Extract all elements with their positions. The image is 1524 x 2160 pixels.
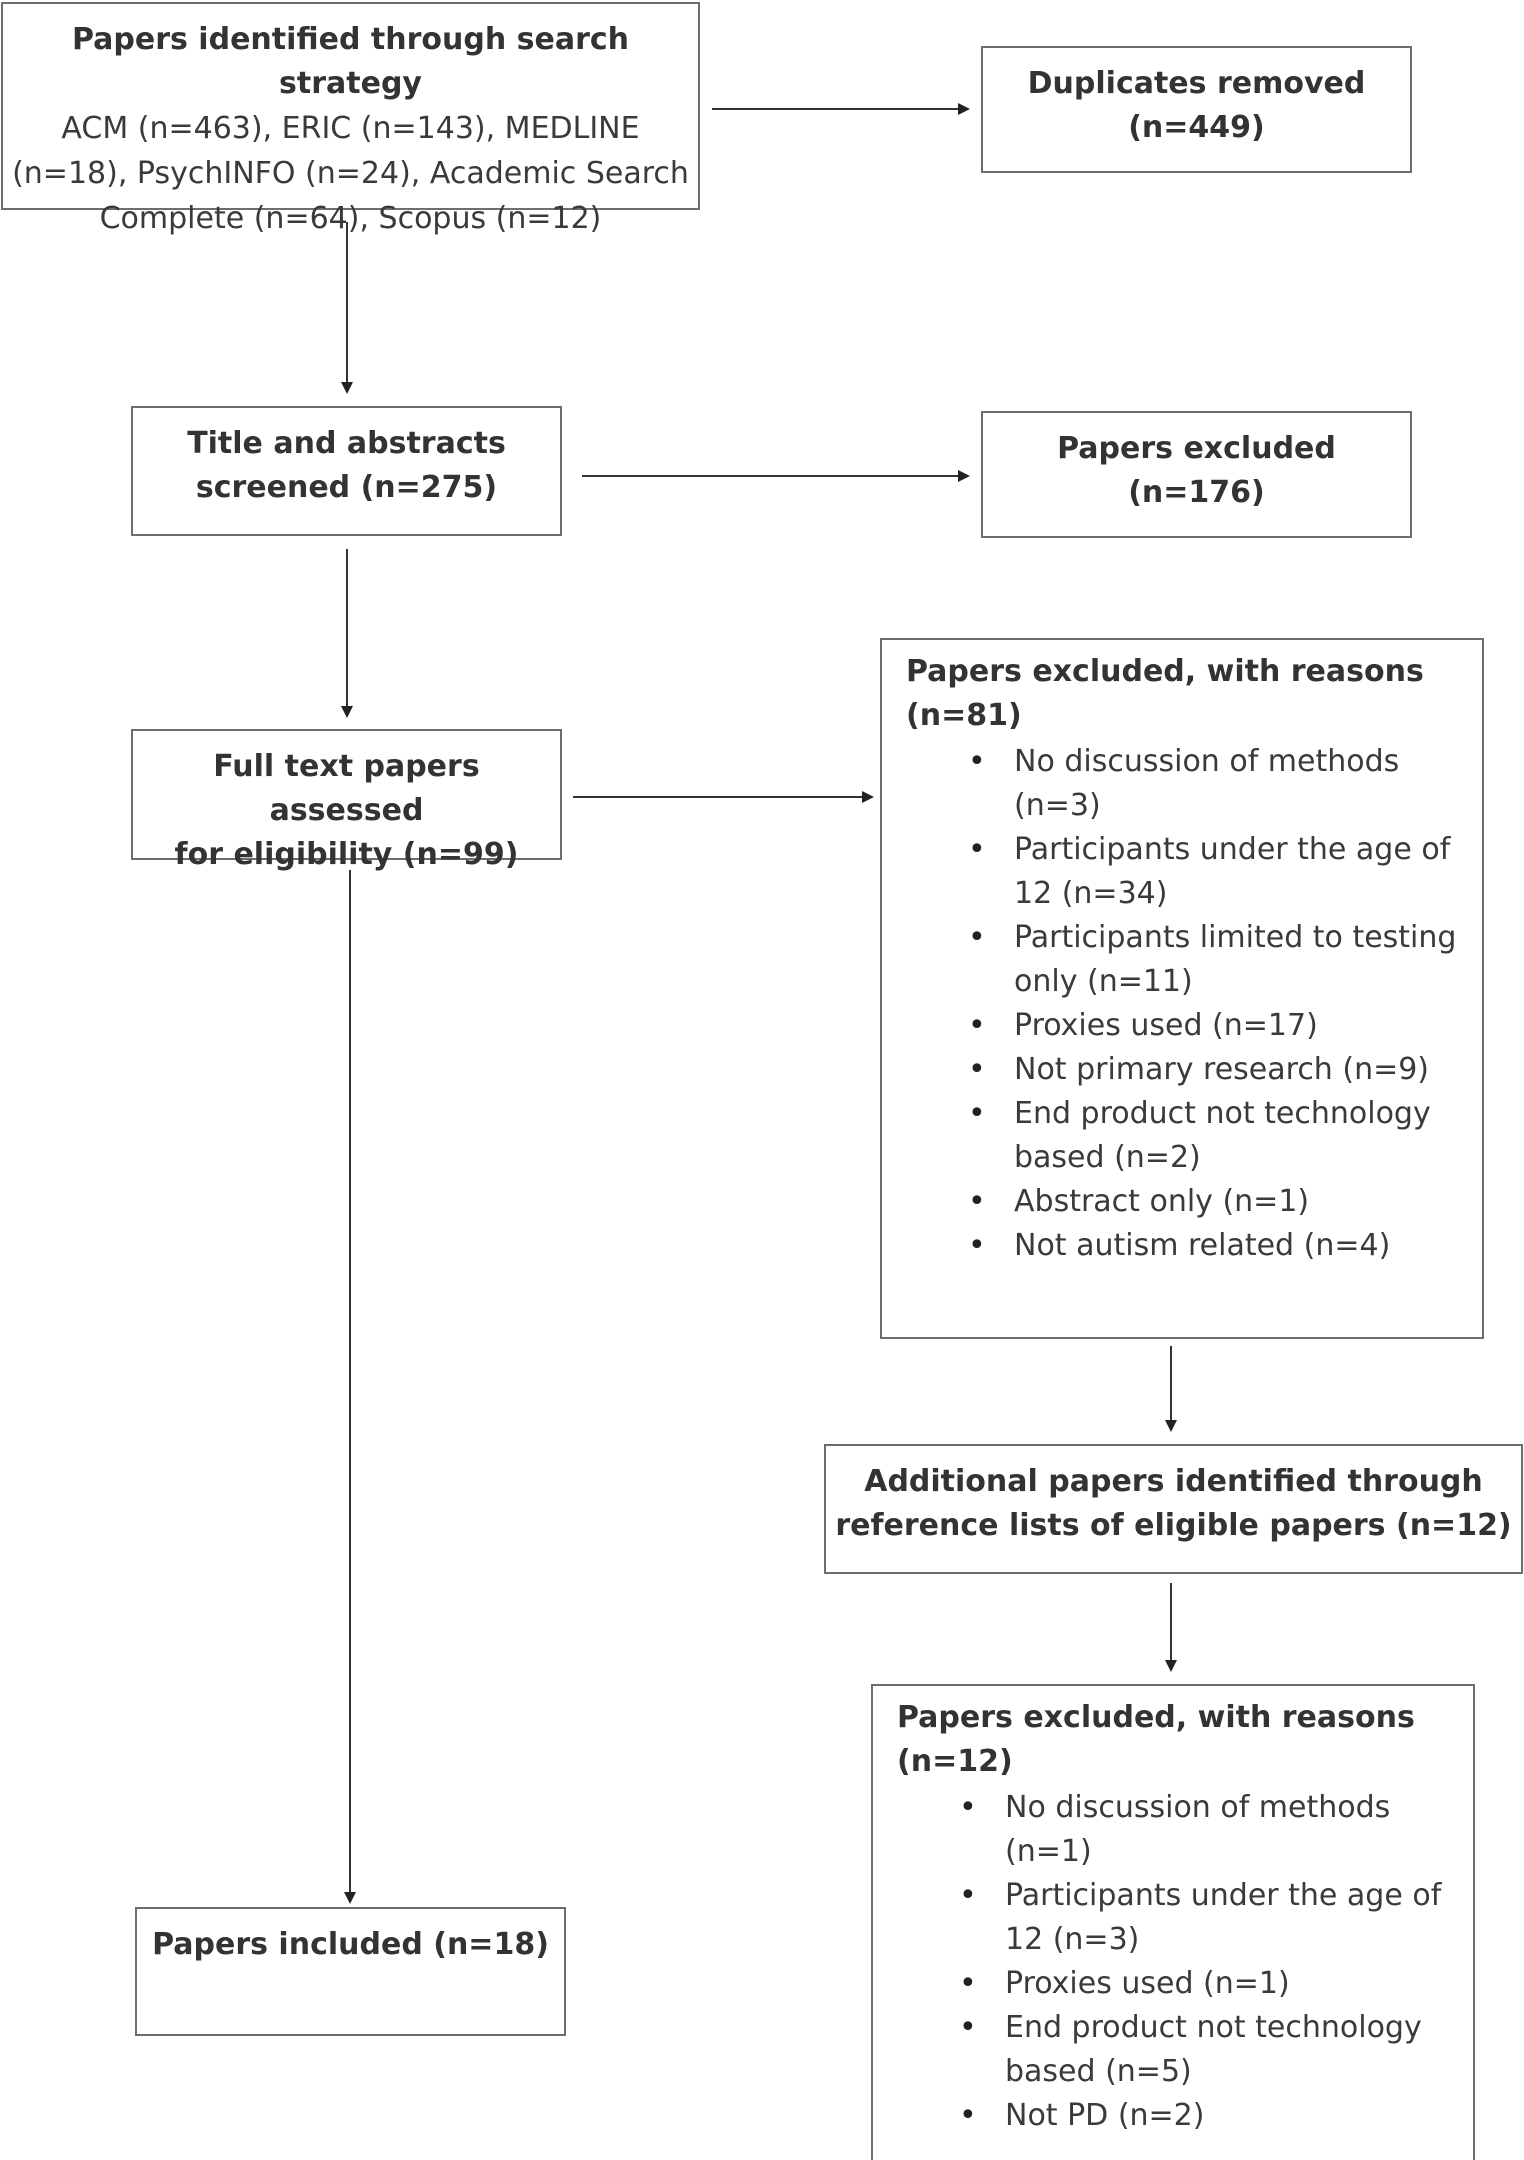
reasons-list-1: No discussion of methods(n=3) Participan… xyxy=(906,740,1482,1268)
reasons-list-2: No discussion of methods(n=1) Participan… xyxy=(897,1786,1473,2138)
identified-title: Papers identified through search strateg… xyxy=(71,22,630,101)
excluded-reasons-title-1: Papers excluded, with reasons (n=81) xyxy=(906,654,1424,733)
excluded-box-1: Papers excluded (n=176) xyxy=(981,411,1412,538)
fulltext-box: Full text papers assessed for eligibilit… xyxy=(131,729,562,872)
reason-item: No discussion of methods(n=3) xyxy=(906,740,1482,828)
duplicates-box: Duplicates removed (n=449) xyxy=(981,46,1412,173)
included-box: Papers included (n=18) xyxy=(135,1907,566,2036)
identified-box: Papers identified through search strateg… xyxy=(1,2,700,236)
excluded-reasons-title-2: Papers excluded, with reasons (n=12) xyxy=(897,1700,1415,1779)
additional-box: Additional papers identified through ref… xyxy=(824,1444,1523,1574)
reason-item: No discussion of methods(n=1) xyxy=(897,1786,1473,1874)
reason-item: Not autism related (n=4) xyxy=(906,1224,1482,1268)
identified-sources: ACM (n=463), ERIC (n=143), MEDLINE (n=18… xyxy=(12,111,689,236)
excluded-reasons-box-2: Papers excluded, with reasons (n=12) No … xyxy=(871,1684,1475,2160)
reason-item: Proxies used (n=17) xyxy=(906,1004,1482,1048)
screened-box: Title and abstracts screened (n=275) xyxy=(131,406,562,536)
reason-item: Proxies used (n=1) xyxy=(897,1962,1473,2006)
reason-item: Abstract only (n=1) xyxy=(906,1180,1482,1224)
excluded-reasons-box-1: Papers excluded, with reasons (n=81) No … xyxy=(880,638,1484,1339)
reason-item: Not PD (n=2) xyxy=(897,2094,1473,2138)
reason-item: Not primary research (n=9) xyxy=(906,1048,1482,1092)
